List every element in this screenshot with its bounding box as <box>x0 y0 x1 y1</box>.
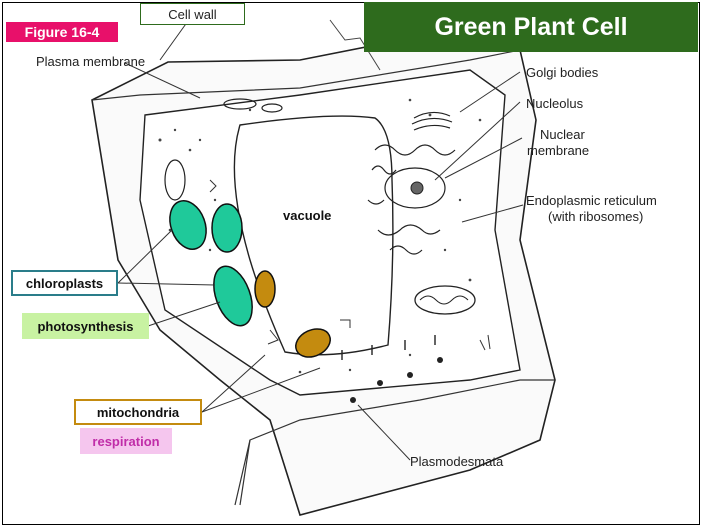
endoplasmic-reticulum-label-line1: Endoplasmic reticulum <box>526 193 657 208</box>
nuclear-membrane-label-line2: membrane <box>527 143 589 158</box>
nuclear-membrane-label-line1: Nuclear <box>540 127 585 142</box>
plasmodesmata-label: Plasmodesmata <box>410 454 503 469</box>
figure-number-badge: Figure 16-4 <box>6 22 118 42</box>
endoplasmic-reticulum-label-line2: (with ribosomes) <box>548 209 643 224</box>
page-title: Green Plant Cell <box>364 2 698 52</box>
plasma-membrane-label: Plasma membrane <box>36 54 145 69</box>
cell-wall-label: Cell wall <box>140 3 245 25</box>
chloroplasts-label: chloroplasts <box>11 270 118 296</box>
mitochondria-label: mitochondria <box>74 399 202 425</box>
golgi-bodies-label: Golgi bodies <box>526 65 598 80</box>
respiration-label: respiration <box>80 428 172 454</box>
photosynthesis-label: photosynthesis <box>22 313 149 339</box>
vacuole-label: vacuole <box>283 208 331 223</box>
nucleolus <box>411 182 423 194</box>
nucleolus-label: Nucleolus <box>526 96 583 111</box>
